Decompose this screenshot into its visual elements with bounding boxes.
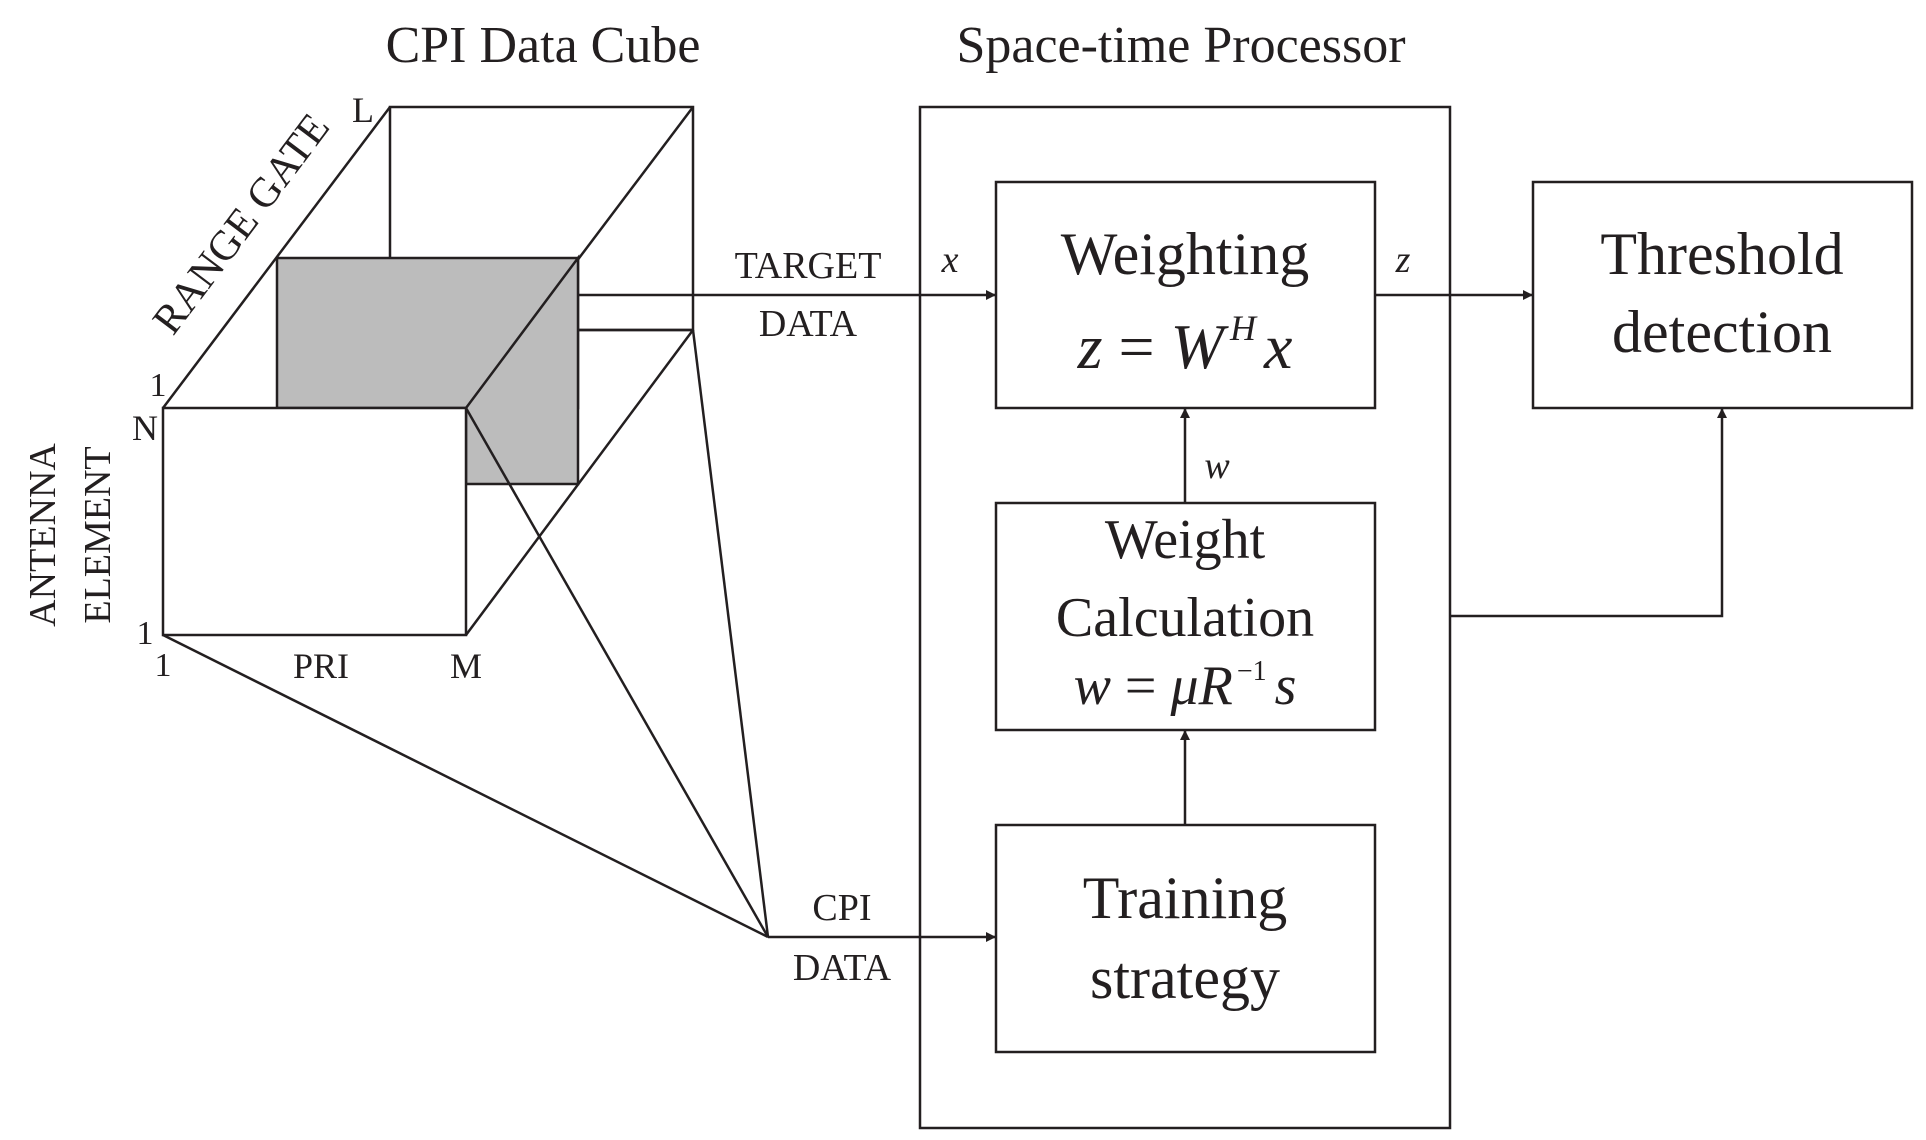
weighting-eq-equals: = (1103, 311, 1171, 382)
weighting-eq-lhs: z (1077, 311, 1103, 382)
cube-front-face (161, 406, 468, 637)
target-data-label-line1: TARGET (735, 245, 882, 287)
cpi-projection-line-3 (691, 329, 770, 938)
cpi-projection-line-2 (464, 407, 770, 938)
training-line1: Training (1083, 865, 1288, 931)
antenna-label-line2: ELEMENT (77, 446, 119, 623)
weight-calc-eq-lhs: w (1074, 655, 1111, 717)
one-label-left: 1 (137, 615, 154, 652)
pri-label: PRI (293, 646, 349, 686)
training-strategy-block (994, 823, 1377, 1054)
weight-calc-eq-r: R (1198, 655, 1233, 717)
z-signal-label: z (1395, 239, 1411, 281)
cpi-projection-line-1 (162, 633, 769, 939)
one-label-top: 1 (150, 367, 167, 404)
one-label-bottom: 1 (155, 647, 172, 684)
w-signal-label: w (1204, 445, 1230, 487)
weight-calc-eq-s: s (1275, 655, 1297, 717)
weight-calculation-block (994, 501, 1377, 732)
weight-calc-equation: w = μR−1 s (1074, 655, 1297, 717)
l-label: L (352, 90, 374, 130)
weight-calc-line1: Weight (1105, 509, 1266, 571)
antenna-label-line1: ANTENNA (22, 443, 64, 627)
weight-calc-eq-equals: = (1111, 655, 1171, 717)
training-line2: strategy (1090, 945, 1280, 1011)
threshold-line2: detection (1612, 299, 1832, 365)
n-label: N (132, 408, 158, 448)
weighting-title: Weighting (1061, 221, 1309, 287)
cpi-data-label-line2: DATA (793, 947, 892, 989)
space-time-processor-frame (918, 105, 1452, 1130)
threshold-line1: Threshold (1600, 221, 1843, 287)
data-cube (161, 105, 770, 939)
x-signal-label: x (941, 239, 959, 281)
target-data-label-line2: DATA (759, 303, 858, 345)
processor-to-threshold-arrow (1450, 408, 1727, 618)
cube-title: CPI Data Cube (386, 17, 701, 74)
weighting-eq-x: x (1263, 311, 1292, 382)
cpi-data-label-line1: CPI (812, 887, 871, 929)
m-label: M (450, 646, 482, 686)
threshold-detection-block (1531, 180, 1914, 410)
weight-calc-line2: Calculation (1056, 587, 1314, 649)
weight-calc-eq-sup: −1 (1237, 656, 1267, 687)
cube-bottom-right-edge (464, 329, 695, 636)
weighting-eq-w: W (1171, 311, 1230, 382)
weighting-eq-sup: H (1229, 308, 1258, 348)
processor-title: Space-time Processor (956, 17, 1405, 74)
weight-calc-eq-mu: μ (1170, 655, 1199, 717)
